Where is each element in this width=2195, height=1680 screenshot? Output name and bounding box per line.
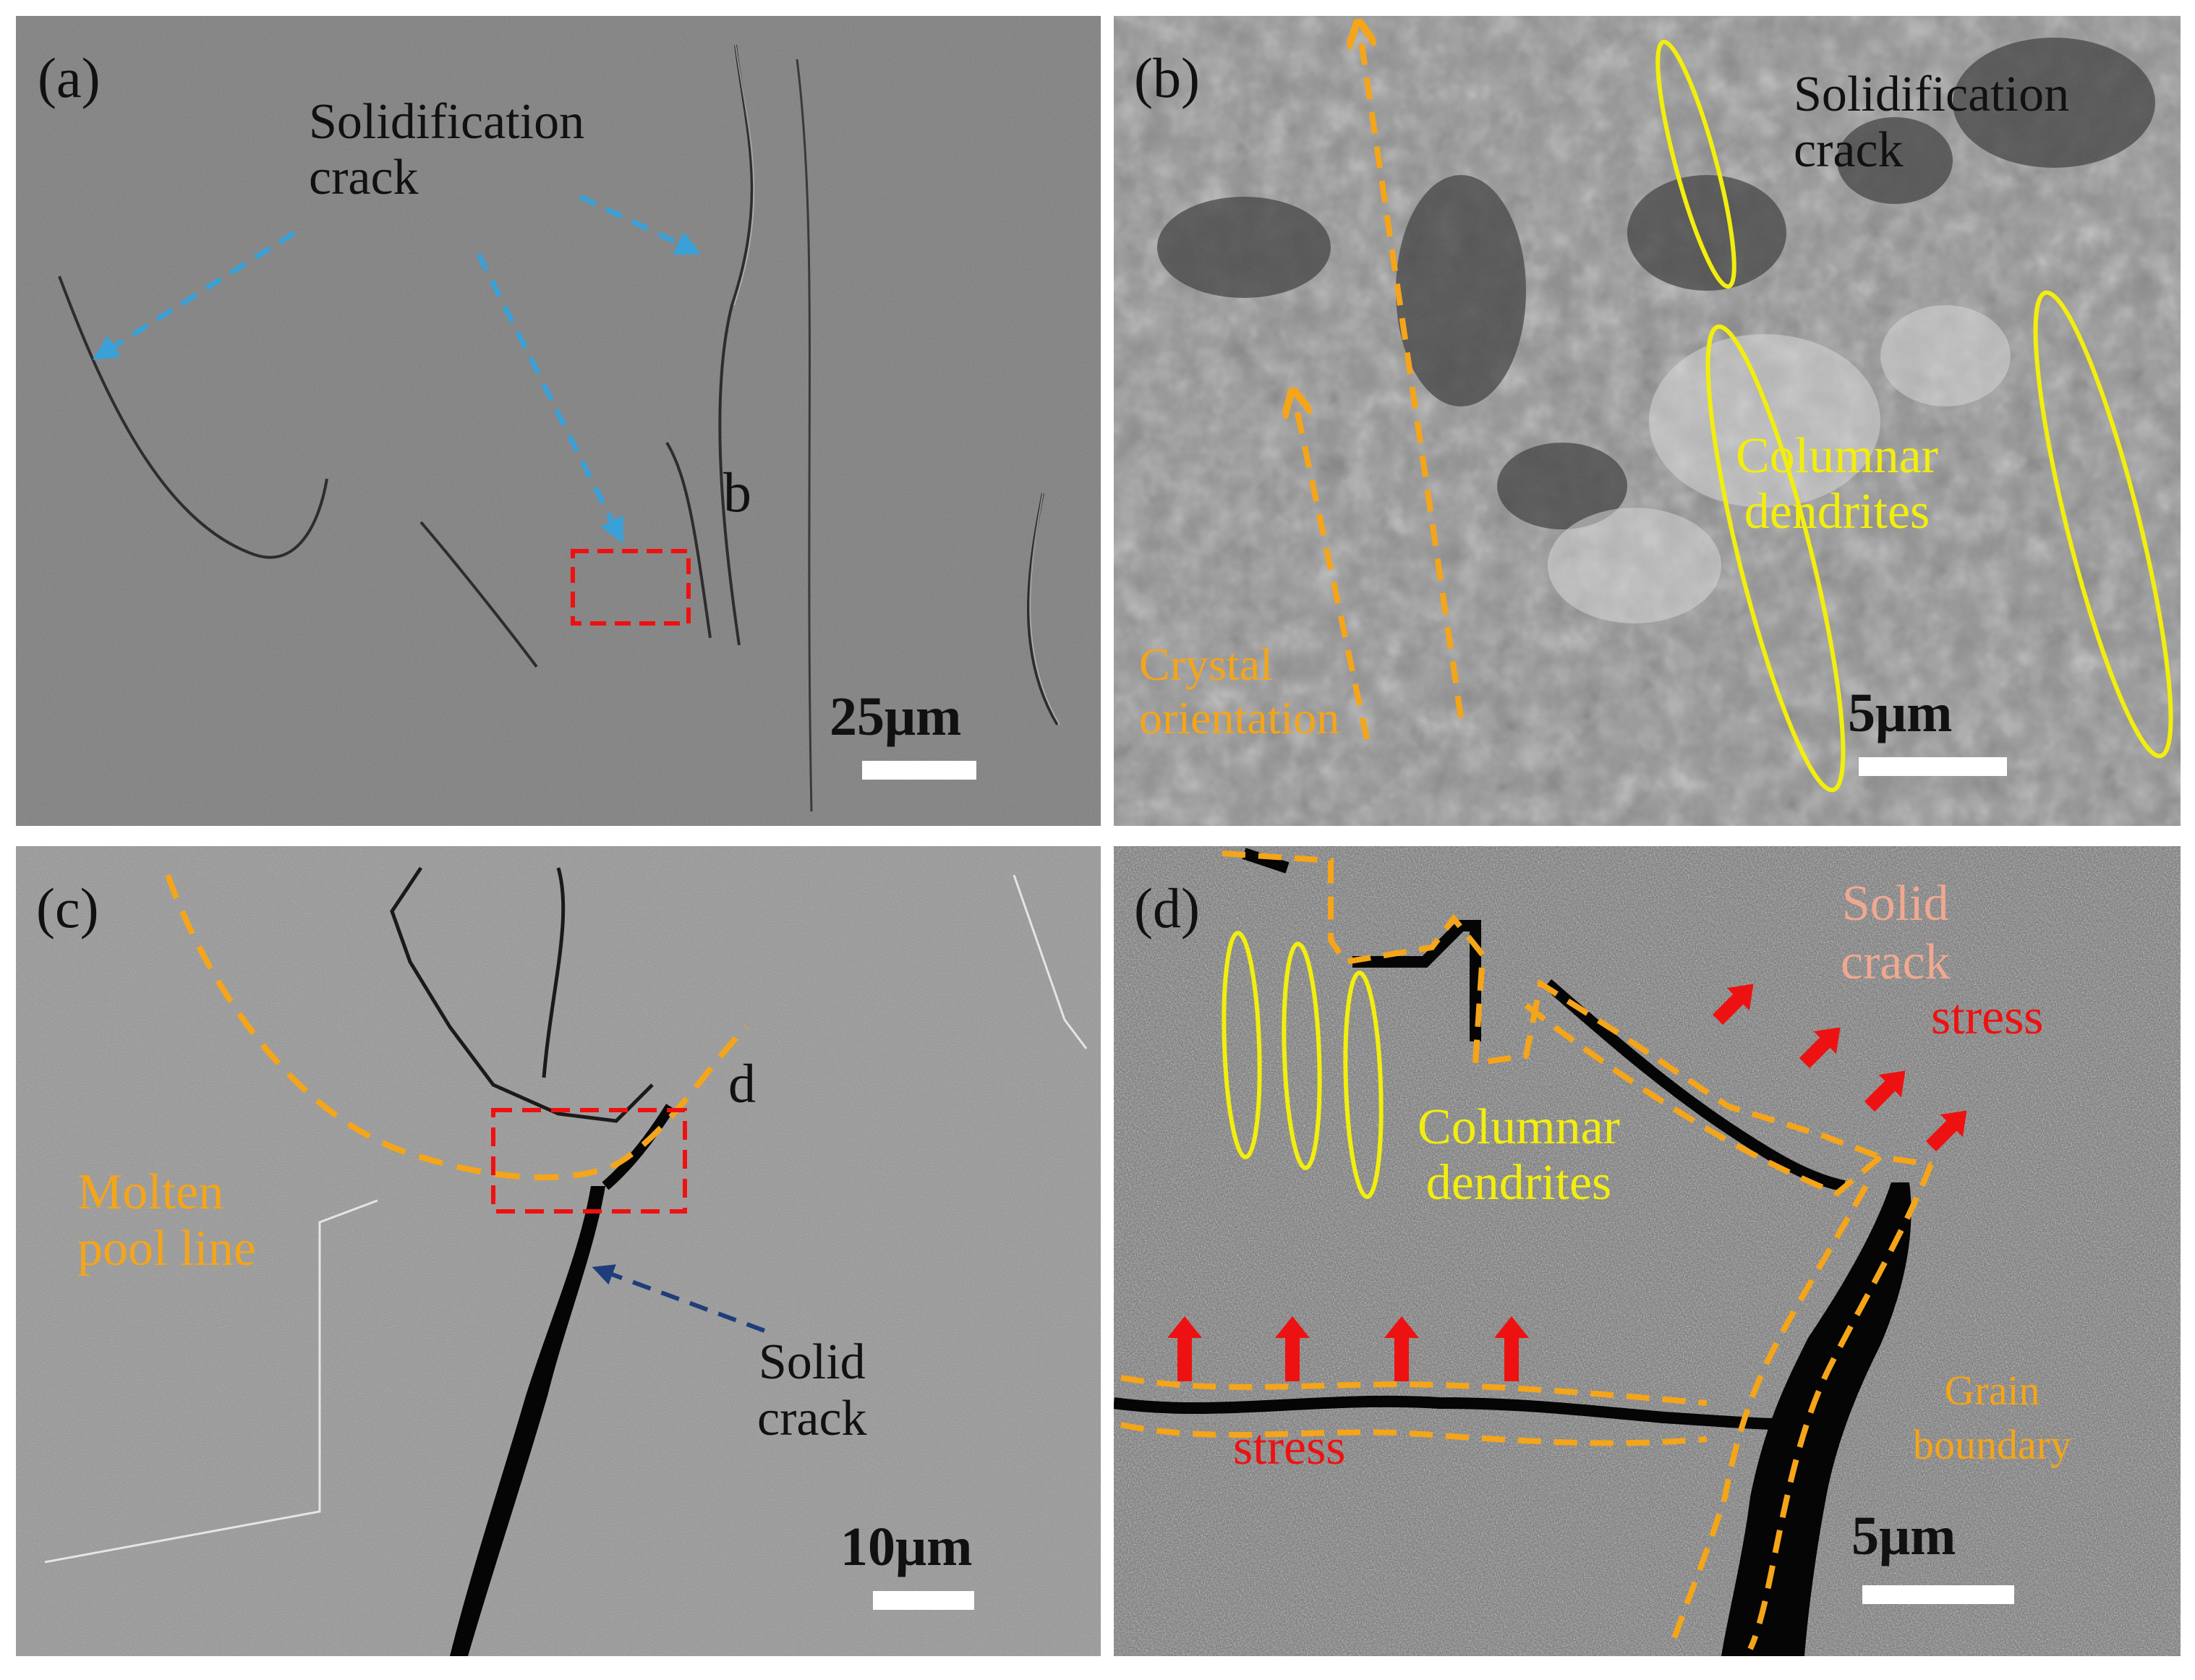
grain-boundary-dashed (1120, 1375, 1708, 1406)
annotations-d (1120, 850, 1967, 1650)
annotation-stress-bottom: stress (1233, 1420, 1346, 1475)
dendrite-ellipse (2033, 290, 2173, 759)
stress-arrow (1864, 1070, 1906, 1112)
pool-line-dashed (165, 874, 749, 1181)
grain-boundary-dashed (1747, 1163, 1934, 1650)
annotation-solid-crack: Solid crack (757, 1334, 867, 1447)
annotation-roi-b: b (723, 461, 751, 524)
panel-label: (d) (1134, 877, 1200, 939)
annotation-roi-d: d (728, 1054, 756, 1114)
sem-image-d (1114, 846, 2181, 1656)
annotation-solid-crack: Solid crack (1841, 876, 1951, 990)
annotation-molten-pool-line: Molten pool line (77, 1164, 256, 1277)
stress-arrow (1494, 1316, 1529, 1381)
annotation-solidification-crack: Solidification crack (1794, 67, 2070, 178)
scale-bar-label: 10μm (840, 1517, 973, 1577)
dendrite-ellipse (1705, 324, 1846, 793)
panel-b: (b) Solidification crack Columnar dendri… (1114, 16, 2181, 826)
scale-bar-label: 5μm (1851, 1506, 1956, 1566)
annotations-b (1114, 16, 2173, 793)
sem-image-c (16, 846, 1101, 1656)
grain-boundary-dashed (1524, 1002, 1932, 1197)
panel-label: (b) (1134, 46, 1200, 109)
sem-image-b (1114, 16, 2181, 826)
orientation-arrow (1360, 30, 1464, 718)
panel-d: (d) Solid crack stress Columnar dendrite… (1114, 846, 2181, 1656)
dendrite-ellipse (1655, 39, 1736, 289)
scale-bar-label: 25μm (830, 686, 962, 747)
annotation-columnar-dendrites: Columnar dendrites (1418, 1099, 1620, 1211)
crack-pointer-arrow (579, 194, 702, 255)
annotations-a (93, 194, 702, 626)
stress-arrows-top (1712, 984, 1967, 1152)
stress-arrow (1925, 1110, 1967, 1152)
stress-arrow (1167, 1316, 1202, 1381)
dendrite-ellipse (1343, 971, 1384, 1199)
stress-arrow (1799, 1027, 1841, 1069)
roi-box (571, 549, 691, 626)
panel-label: (c) (36, 877, 99, 939)
scale-bar (1862, 1585, 2014, 1604)
stress-arrow (1384, 1316, 1419, 1381)
sem-image-a (16, 16, 1101, 826)
annotation-solidification-crack: Solidification crack (309, 94, 585, 205)
stress-arrow (1275, 1316, 1310, 1381)
panel-a: (a) Solidification crack b 25μm (16, 16, 1101, 826)
scale-bar-label: 5μm (1848, 683, 1953, 743)
dendrite-ellipse (1282, 942, 1322, 1170)
roi-box (491, 1108, 687, 1214)
scale-bar (873, 1591, 974, 1610)
scale-bar (862, 761, 976, 780)
panel-label: (a) (38, 46, 101, 109)
scale-bar (1859, 757, 2007, 776)
grain-boundary-dashed (1668, 1185, 1869, 1650)
annotation-columnar-dendrites: Columnar dendrites (1736, 428, 1938, 540)
stress-arrow (1712, 984, 1754, 1026)
grain-boundary-dashed (1120, 1422, 1708, 1446)
orientation-arrow (1295, 399, 1370, 740)
panel-c: (c) Molten pool line Solid crack d 10μm (16, 846, 1101, 1656)
annotations-c (165, 874, 766, 1333)
crack-fissure (450, 1186, 605, 1656)
annotation-grain-boundary: Grain boundary (1913, 1367, 2072, 1469)
grain-boundary-dashed (1222, 850, 1882, 1160)
dendrite-ellipse (1222, 931, 1262, 1159)
annotation-crystal-orientation: Crystal orientation (1139, 639, 1340, 743)
stress-arrows-bottom (1167, 1316, 1529, 1381)
crack-pointer-arrow (93, 231, 296, 360)
annotation-stress-top: stress (1931, 989, 2044, 1045)
crack-pointer-arrow (592, 1264, 766, 1333)
crack-pointer-arrow (476, 253, 623, 544)
